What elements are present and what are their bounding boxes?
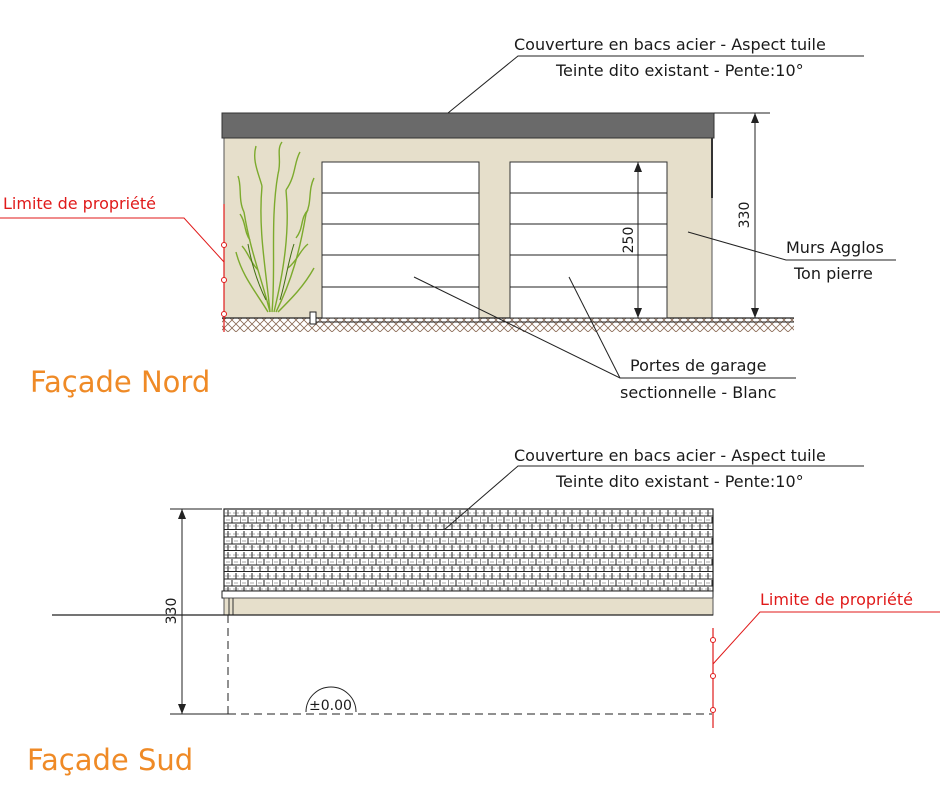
south-wall-band [223, 597, 714, 616]
south-roof-tiles [223, 508, 714, 592]
doors-label-2: sectionnelle - Blanc [620, 383, 776, 402]
door-height-dim-text: 250 [621, 227, 637, 254]
garage-door-right [509, 161, 668, 319]
south-roof-label-2: Teinte dito existant - Pente:10° [555, 472, 804, 491]
north-roof [221, 112, 715, 139]
south-roof-leader [443, 465, 864, 531]
south-facade: 330 ±0.00 Couverture en bacs acier - Asp… [27, 446, 940, 777]
north-facade-title: Façade Nord [30, 365, 210, 399]
doors-label-1: Portes de garage [630, 356, 766, 375]
level-marker [305, 686, 357, 713]
garage-door-left [321, 161, 480, 319]
walls-leader [687, 231, 896, 261]
south-property-limit-leader [712, 611, 940, 665]
south-height-dim-text: 330 [164, 598, 180, 625]
plant-illustration [235, 141, 315, 313]
north-roof-label-2: Teinte dito existant - Pente:10° [555, 61, 804, 80]
north-height-dim-text: 330 [737, 202, 753, 229]
south-roof-label-1: Couverture en bacs acier - Aspect tuile [514, 446, 826, 465]
north-property-limit-label: Limite de propriété [3, 194, 156, 213]
north-property-limit-leader [0, 217, 225, 263]
walls-label-2: Ton pierre [793, 264, 873, 283]
north-roof-label-1: Couverture en bacs acier - Aspect tuile [514, 35, 826, 54]
north-ground-hatch [222, 318, 794, 332]
south-facade-title: Façade Sud [27, 743, 193, 777]
south-property-limit-label: Limite de propriété [760, 590, 913, 609]
level-text: ±0.00 [309, 698, 352, 714]
walls-label-1: Murs Agglos [786, 238, 884, 257]
north-roof-leader [447, 55, 864, 114]
north-facade: Limite de propriété 330 250 Couverture e… [0, 35, 896, 402]
